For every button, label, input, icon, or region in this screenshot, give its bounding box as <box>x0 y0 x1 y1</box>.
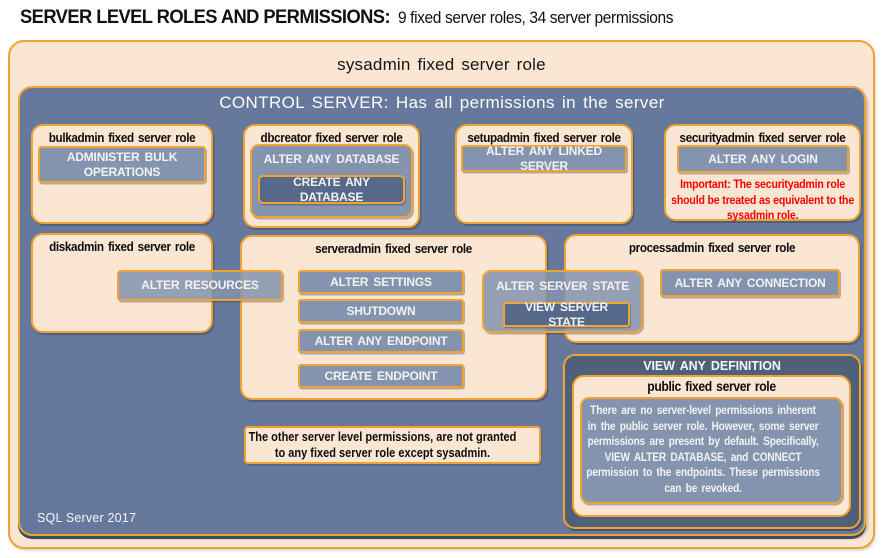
setupadmin-title: setupadmin fixed server role <box>467 130 621 145</box>
permission-alter-any-login: ALTER ANY LOGIN <box>677 145 849 173</box>
page-title-detail: 9 fixed server roles, 34 server permissi… <box>397 9 674 27</box>
role-box-setupadmin: setupadmin fixed server role <box>455 124 633 224</box>
permission-alter-settings: ALTER SETTINGS <box>298 270 464 294</box>
permission-create-any-database: CREATE ANY DATABASE <box>258 175 405 204</box>
permission-alter-resources: ALTER RESOURCES <box>117 270 283 301</box>
permission-create-endpoint: CREATE ENDPOINT <box>298 364 464 388</box>
sysadmin-role-label: sysadmin fixed server role <box>337 55 546 74</box>
sql-server-version-label: SQL Server 2017 <box>37 511 137 525</box>
securityadmin-warning: Important: The securityadmin role should… <box>671 177 854 222</box>
permission-alter-any-endpoint: ALTER ANY ENDPOINT <box>298 329 464 353</box>
page-title: SERVER LEVEL ROLES AND PERMISSIONS: 9 fi… <box>20 6 828 29</box>
public-title: public fixed server role <box>647 379 776 394</box>
securityadmin-title: securityadmin fixed server role <box>679 130 846 145</box>
page-title-emphasis: SERVER LEVEL ROLES AND PERMISSIONS: <box>20 6 391 28</box>
permission-alter-any-connection: ALTER ANY CONNECTION <box>660 269 840 297</box>
permission-alter-any-linked-server: ALTER ANY LINKED SERVER <box>461 144 627 173</box>
footnote-box: The other server level permissions, are … <box>244 426 541 464</box>
serveradmin-title: serveradmin fixed server role <box>315 241 472 256</box>
bulkadmin-title: bulkadmin fixed server role <box>48 130 196 145</box>
permission-shutdown: SHUTDOWN <box>298 299 464 323</box>
diskadmin-title: diskadmin fixed server role <box>49 239 195 254</box>
permission-administer-bulk-operations: ADMINISTER BULK OPERATIONS <box>38 146 206 183</box>
control-server-heading: CONTROL SERVER: Has all permissions in t… <box>219 93 665 112</box>
dbcreator-title: dbcreator fixed server role <box>260 130 403 145</box>
permission-view-server-state: VIEW SERVER STATE <box>503 300 630 329</box>
public-description-box: There are no server-level permissions in… <box>580 397 843 504</box>
view-any-definition-label: VIEW ANY DEFINITION <box>643 359 781 373</box>
processadmin-title: processadmin fixed server role <box>628 240 796 255</box>
